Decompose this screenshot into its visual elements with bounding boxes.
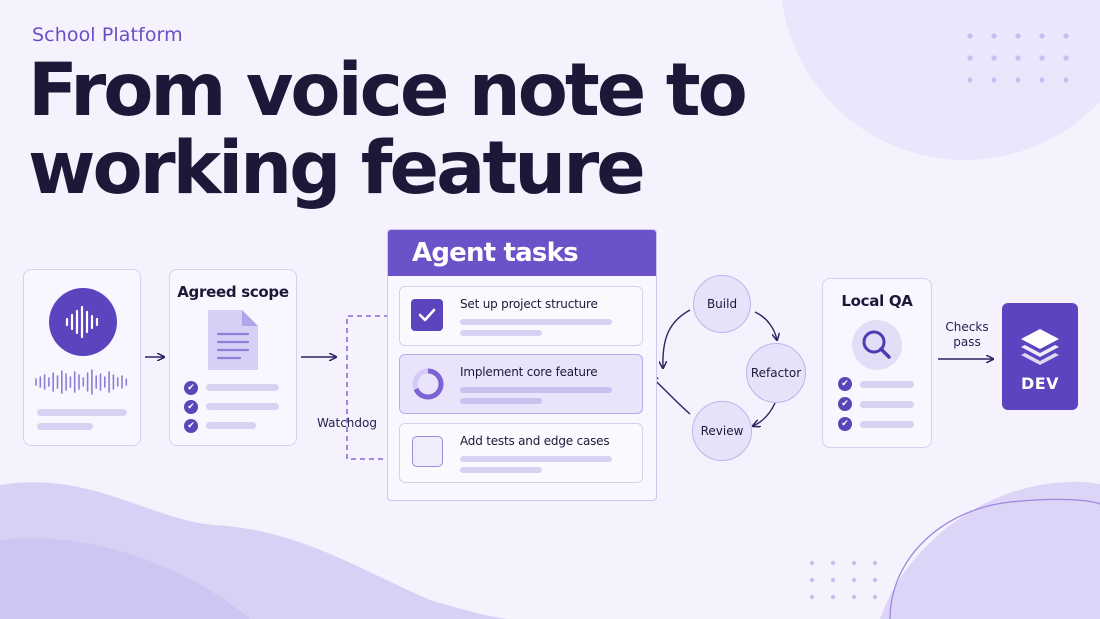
- task-item[interactable]: Add tests and edge cases: [399, 423, 643, 483]
- arrow-cycle-to-task: [663, 309, 691, 368]
- decor-dot: [1039, 55, 1045, 61]
- decor-dot: [1063, 77, 1069, 83]
- decor-dot: [872, 577, 878, 583]
- check-icon: ✔: [184, 381, 198, 395]
- decor-dot: [851, 594, 857, 600]
- agent-tasks-panel: Agent tasks Set up project structure Imp…: [387, 229, 657, 501]
- pass-label: pass: [953, 335, 981, 349]
- decor-dot: [830, 577, 836, 583]
- decor-dot: [1015, 55, 1021, 61]
- decor-dot: [967, 33, 973, 39]
- task-line: [460, 330, 542, 336]
- watchdog-label: Watchdog: [317, 416, 377, 430]
- local-qa-title: Local QA: [841, 292, 913, 310]
- decor-dot: [851, 560, 857, 566]
- decor-dot: [1063, 55, 1069, 61]
- task-line: [460, 456, 612, 462]
- voice-line-2: [37, 423, 93, 430]
- cycle-node-build: Build: [693, 275, 751, 333]
- check-icon: ✔: [838, 397, 852, 411]
- task-line: [460, 387, 612, 393]
- dev-label: DEV: [1020, 374, 1060, 393]
- decor-dot: [1039, 33, 1045, 39]
- decor-dot: [1015, 33, 1021, 39]
- scope-card: Agreed scope ✔ ✔ ✔: [169, 269, 297, 446]
- decor-dot: [1063, 33, 1069, 39]
- magnifier-icon: [862, 330, 891, 359]
- decor-dot: [809, 594, 815, 600]
- decor-dot: [1039, 77, 1045, 83]
- checkbox-checked[interactable]: [411, 299, 443, 331]
- dev-environment-tile: DEV: [1002, 303, 1078, 410]
- task-item[interactable]: Set up project structure: [399, 286, 643, 346]
- decor-dot: [991, 77, 997, 83]
- page-title: From voice note to working feature: [28, 48, 748, 211]
- waveform-graphic: [35, 369, 128, 395]
- document-icon: [208, 310, 258, 370]
- decor-dot: [809, 577, 815, 583]
- check-icon: ✔: [838, 377, 852, 391]
- decor-dot: [991, 55, 997, 61]
- arrow-refactor-to-review: [753, 402, 776, 426]
- checks-label: Checks: [945, 320, 989, 334]
- spinner-icon: [412, 368, 444, 400]
- checkbox-empty[interactable]: [412, 436, 443, 467]
- arrow-build-to-refactor: [754, 311, 777, 340]
- check-icon: ✔: [184, 400, 198, 414]
- decor-dot: [809, 560, 815, 566]
- check-icon: ✔: [184, 419, 198, 433]
- check-icon: ✔: [838, 417, 852, 431]
- voice-note-card: [23, 269, 141, 446]
- brand-label: School Platform: [32, 24, 183, 46]
- headline-line-1: From voice note to: [28, 48, 748, 133]
- decor-dot: [830, 594, 836, 600]
- cycle-node-review: Review: [692, 401, 752, 461]
- agent-tasks-title: Agent tasks: [388, 230, 656, 276]
- qa-line-3: [860, 421, 914, 428]
- checks-pass-label: Checks pass: [938, 320, 996, 350]
- decor-dot: [967, 77, 973, 83]
- scope-title: Agreed scope: [177, 283, 289, 301]
- decor-dot: [991, 33, 997, 39]
- decor-dot: [851, 577, 857, 583]
- scope-line-2: [206, 403, 279, 410]
- cycle-node-refactor: Refactor: [746, 343, 806, 403]
- check-icon: [418, 308, 436, 322]
- audio-wave-icon: [65, 305, 99, 339]
- decor-dot: [1015, 77, 1021, 83]
- qa-badge: [852, 320, 902, 370]
- layers-icon: [1021, 329, 1059, 365]
- decor-dot: [830, 560, 836, 566]
- watchdog-dashed-path: [346, 315, 398, 459]
- headline-line-2: working feature: [28, 126, 646, 211]
- decor-dot: [872, 560, 878, 566]
- voice-line-1: [37, 409, 127, 416]
- task-label: Implement core feature: [460, 365, 598, 379]
- qa-line-2: [860, 401, 914, 408]
- task-label: Add tests and edge cases: [460, 434, 610, 448]
- scope-line-1: [206, 384, 279, 391]
- task-item[interactable]: Implement core feature: [399, 354, 643, 414]
- qa-line-1: [860, 381, 914, 388]
- decor-dot: [872, 594, 878, 600]
- task-line: [460, 319, 612, 325]
- task-line: [460, 467, 542, 473]
- voice-badge: [49, 288, 117, 356]
- task-line: [460, 398, 542, 404]
- local-qa-card: Local QA ✔ ✔ ✔: [822, 278, 932, 448]
- scope-line-3: [206, 422, 256, 429]
- decor-dot: [967, 55, 973, 61]
- task-label: Set up project structure: [460, 297, 598, 311]
